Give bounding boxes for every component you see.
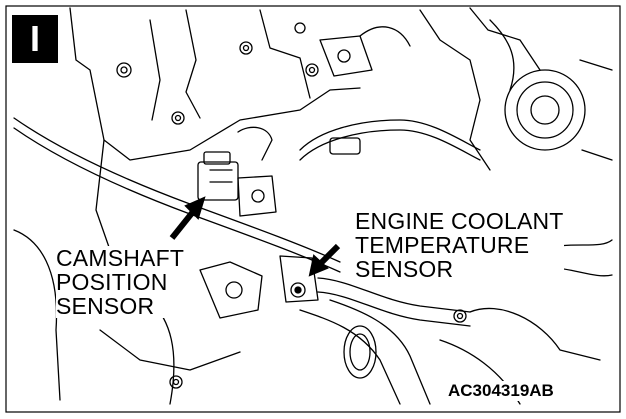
upper-connector bbox=[319, 35, 373, 77]
intake-pipe bbox=[419, 9, 491, 171]
bolt-boss bbox=[116, 62, 132, 78]
coolant-sensor-housing bbox=[279, 255, 319, 303]
bracket bbox=[199, 261, 263, 319]
camshaft-sensor-body bbox=[237, 175, 277, 217]
coolant-sensor bbox=[290, 282, 306, 298]
throttle-body bbox=[504, 69, 586, 151]
sensor-wire bbox=[299, 119, 481, 151]
engine-block-outline bbox=[69, 7, 361, 161]
figure-code: AC304319AB bbox=[448, 381, 554, 401]
hose-clamp bbox=[343, 325, 377, 379]
coolant-hose bbox=[299, 309, 401, 405]
step-badge: I bbox=[12, 15, 58, 63]
camshaft-position-sensor-label: CAMSHAFT POSITION SENSOR bbox=[56, 245, 185, 319]
engine-coolant-temperature-sensor-label: ENGINE COOLANT TEMPERATURE SENSOR bbox=[355, 208, 564, 282]
